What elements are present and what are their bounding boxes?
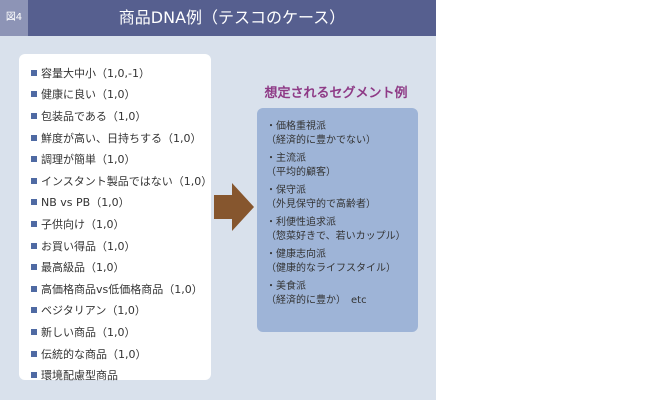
square-bullet-icon <box>31 264 37 271</box>
dna-list-box: 容量大中小（1,0,-1） 健康に良い（1,0） 包装品である（1,0） 鮮度が高い、… <box>19 54 212 382</box>
dna-item: 鮮度が高い、日持ちする（1,0） <box>31 127 211 149</box>
segments-title: 想定されるセグメント例 <box>264 86 408 101</box>
segment-item: ・健康志向派 （健康的なライフスタイル） <box>266 248 418 275</box>
dna-item: 調理が簡単（1,0） <box>31 148 211 170</box>
square-bullet-icon <box>31 372 37 379</box>
dna-item-label: 子供向け（1,0） <box>41 217 125 231</box>
segment-description: （平均的顧客） <box>266 166 336 178</box>
dna-item-label: ベジタリアン（1,0） <box>41 304 146 318</box>
dna-item-label: NB vs PB（1,0） <box>41 196 130 210</box>
segment-item: ・価格重視派 （経済的に豊かでない） <box>266 120 418 147</box>
square-bullet-icon <box>31 285 37 292</box>
figure-label: 図4 <box>0 0 28 36</box>
segment-name: ・健康志向派 <box>266 249 326 260</box>
square-bullet-icon <box>31 156 37 163</box>
segment-description: （経済的に豊かでない） <box>266 134 376 146</box>
square-bullet-icon <box>31 328 37 335</box>
right-arrow-icon <box>214 183 254 231</box>
dna-item: 包装品である（1,0） <box>31 105 211 127</box>
square-bullet-icon <box>31 177 37 184</box>
dna-item-label: 伝統的な商品（1,0） <box>41 347 147 361</box>
dna-item-label: 容量大中小（1,0,-1） <box>41 66 150 80</box>
figure-header: 図4 商品DNA例（テスコのケース） <box>0 0 436 36</box>
square-bullet-icon <box>31 242 37 249</box>
segments-list: ・価格重視派 （経済的に豊かでない） ・主流派 （平均的顧客） ・保守派 （外見保守的で高… <box>257 108 418 307</box>
dna-item: 容量大中小（1,0,-1） <box>31 62 211 84</box>
square-bullet-icon <box>31 91 37 98</box>
arrow-shape <box>214 183 254 231</box>
dna-item-label: 健康に良い（1,0） <box>41 88 136 102</box>
square-bullet-icon <box>31 350 37 357</box>
dna-item-label: 高価格商品vs低価格商品（1,0） <box>41 282 203 296</box>
segment-item: ・美食派 （経済的に豊か） etc <box>266 280 418 307</box>
dna-item-label: 鮮度が高い、日持ちする（1,0） <box>41 131 202 145</box>
segment-item: ・利便性追求派 （惣菜好きで、若いカップル） <box>266 216 418 243</box>
dna-item-label: お買い得品（1,0） <box>41 239 136 253</box>
segments-box: ・価格重視派 （経済的に豊かでない） ・主流派 （平均的顧客） ・保守派 （外見保守的で高… <box>257 108 418 332</box>
dna-item-label: 環境配慮型商品 <box>41 369 118 383</box>
segment-description: （経済的に豊か） etc <box>266 294 367 306</box>
dna-item: 伝統的な商品（1,0） <box>31 343 211 365</box>
dna-item: 子供向け（1,0） <box>31 213 211 235</box>
segment-item: ・保守派 （外見保守的で高齢者） <box>266 184 418 211</box>
segment-name: ・保守派 <box>266 185 306 196</box>
square-bullet-icon <box>31 220 37 227</box>
dna-item: 健康に良い（1,0） <box>31 84 211 106</box>
segment-name: ・価格重視派 <box>266 121 326 132</box>
dna-item: 環境配慮型商品 <box>31 364 211 386</box>
dna-item: ベジタリアン（1,0） <box>31 300 211 322</box>
dna-item-label: 新しい商品（1,0） <box>41 325 136 339</box>
square-bullet-icon <box>31 112 37 119</box>
segment-description: （惣菜好きで、若いカップル） <box>266 230 406 242</box>
segment-item: ・主流派 （平均的顧客） <box>266 152 418 179</box>
segment-description: （健康的なライフスタイル） <box>266 262 396 274</box>
dna-item: NB vs PB（1,0） <box>31 192 211 214</box>
dna-item-label: 調理が簡単（1,0） <box>41 153 136 167</box>
dna-item: 高価格商品vs低価格商品（1,0） <box>31 278 211 300</box>
square-bullet-icon <box>31 69 37 76</box>
dna-item: インスタント製品ではない（1,0） <box>31 170 213 192</box>
segment-description: （外見保守的で高齢者） <box>266 198 376 210</box>
segment-name: ・利便性追求派 <box>266 217 336 228</box>
dna-list: 容量大中小（1,0,-1） 健康に良い（1,0） 包装品である（1,0） 鮮度が高い、… <box>19 54 213 386</box>
dna-item: 最高級品（1,0） <box>31 256 211 278</box>
dna-item: 新しい商品（1,0） <box>31 321 211 343</box>
dna-item-label: 最高級品（1,0） <box>41 261 125 275</box>
dna-item-label: インスタント製品ではない（1,0） <box>41 174 213 188</box>
segment-name: ・美食派 <box>266 281 306 292</box>
figure-title: 商品DNA例（テスコのケース） <box>118 8 346 27</box>
segment-name: ・主流派 <box>266 153 306 164</box>
square-bullet-icon <box>31 307 37 314</box>
square-bullet-icon <box>31 199 37 206</box>
square-bullet-icon <box>31 134 37 141</box>
dna-item-label: 包装品である（1,0） <box>41 109 147 123</box>
dna-item: お買い得品（1,0） <box>31 235 211 257</box>
figure-panel: 図4 商品DNA例（テスコのケース） 容量大中小（1,0,-1） 健康に良い（1,… <box>0 0 436 400</box>
